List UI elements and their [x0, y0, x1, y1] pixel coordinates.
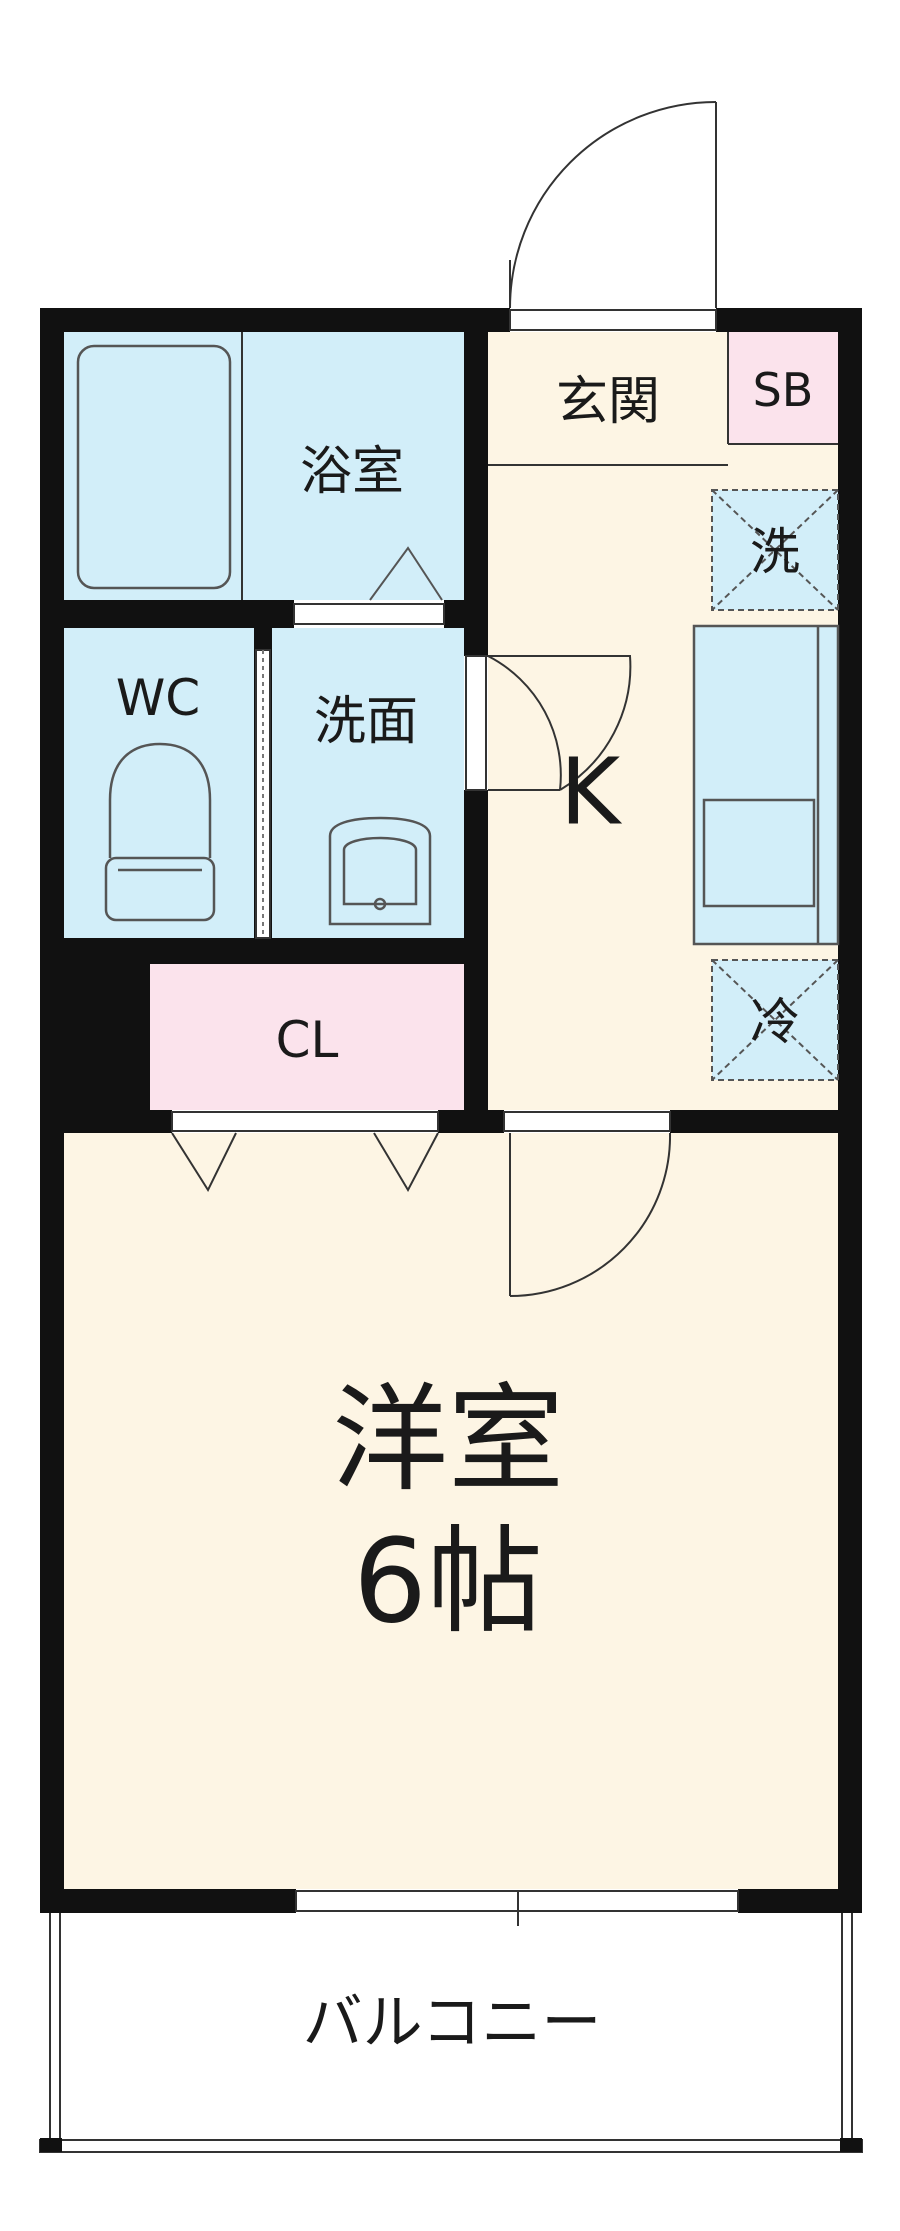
wc-label: WC: [116, 669, 200, 727]
genkan-floor: [488, 332, 728, 465]
sink-icon: [328, 816, 432, 926]
thin-partitions: [241, 332, 838, 600]
washroom-label: 洗面: [314, 692, 418, 752]
washer-label: 洗: [750, 523, 800, 581]
closet-bifold-doors: [171, 1132, 439, 1193]
balcony-corner-left: [40, 2138, 62, 2152]
bathtub: [76, 344, 232, 590]
western-room-label: 洋室: [332, 1373, 564, 1508]
sb-floor: [728, 332, 838, 444]
washer-space: [711, 489, 839, 611]
bath-label: 浴室: [300, 442, 404, 502]
bath-door-marker: [369, 546, 443, 601]
genkan-label: 玄関: [556, 372, 660, 432]
kitchen-counter: [692, 624, 840, 946]
toilet-icon: [104, 742, 216, 922]
western-room-size-label: 6帖: [353, 1515, 543, 1650]
western-room-floor: [64, 1133, 838, 1889]
balcony-corner-right: [840, 2138, 862, 2152]
closet-label: CL: [276, 1011, 339, 1069]
door-swings: [486, 101, 717, 1297]
fridge-space: [711, 959, 839, 1081]
sb-label: SB: [753, 363, 814, 417]
balcony-label: バルコニー: [303, 1988, 602, 2058]
fridge-label: 冷: [750, 993, 800, 1051]
interior-walls: [64, 332, 862, 1133]
kitchen-label: K: [560, 739, 623, 846]
closet-floor: [150, 964, 464, 1110]
